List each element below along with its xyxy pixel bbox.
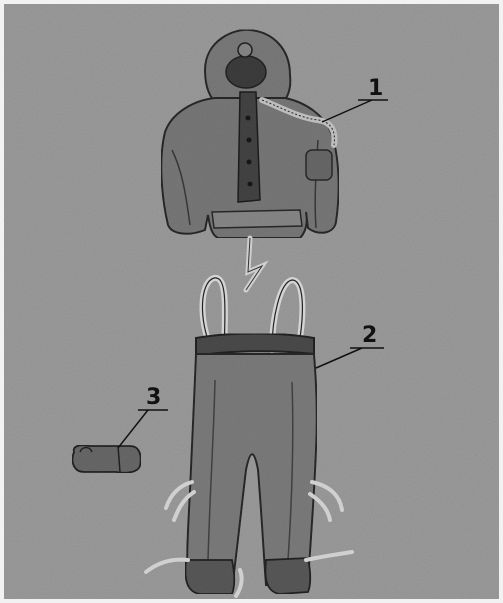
mitten	[72, 445, 140, 473]
boot-left	[185, 560, 234, 594]
hood-knob	[238, 43, 252, 57]
jacket-hem	[212, 210, 302, 228]
mitten-body	[72, 445, 140, 473]
callout-1-label: 1	[368, 76, 383, 101]
callout-3-label: 3	[146, 385, 161, 410]
boot-right	[265, 558, 310, 594]
jacket-button	[247, 138, 252, 143]
hood-opening	[226, 56, 266, 88]
jacket-button	[248, 182, 253, 187]
sleeve-right-cuff	[306, 150, 332, 180]
jacket-button	[246, 116, 251, 121]
callout-2-label: 2	[362, 323, 377, 348]
jacket-button	[247, 160, 252, 165]
